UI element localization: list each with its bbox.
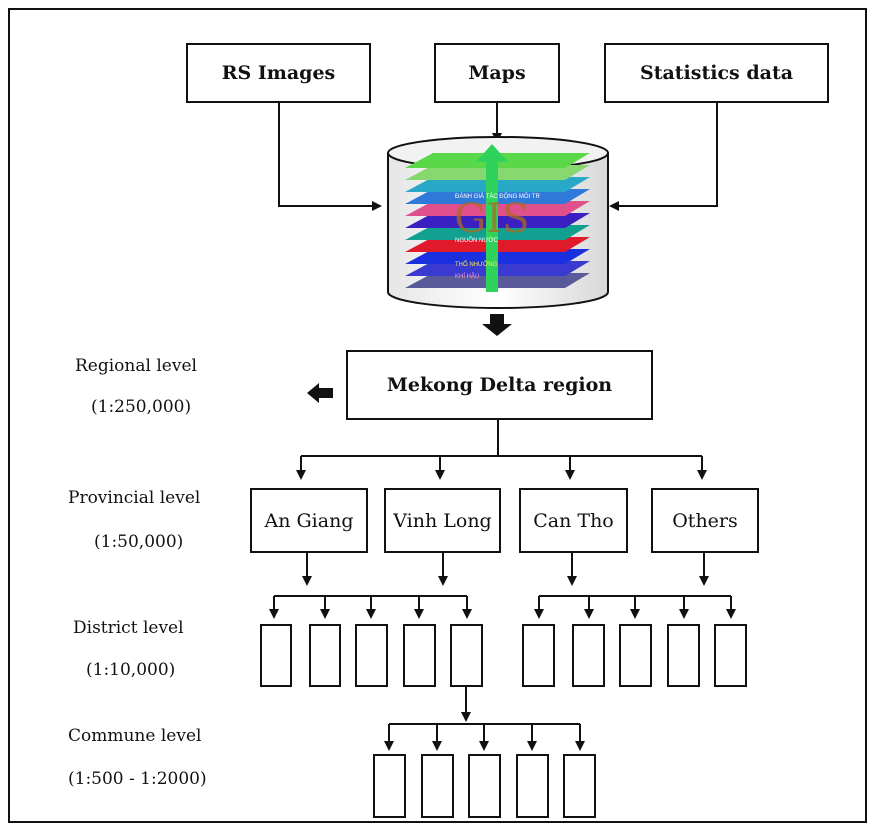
commune-level-label: Commune level — [68, 726, 202, 746]
commune-box — [373, 754, 406, 818]
district-box — [309, 624, 341, 687]
gis-layer-text: ĐÁNH GIÁ TÁC ĐỘNG MÔI TR — [455, 193, 540, 200]
district-box — [260, 624, 292, 687]
gis-label: GIS — [454, 196, 529, 242]
gis-database-cylinder: ĐÁNH GIÁ TÁC ĐỘNG MÔI TR NGUỒN NƯỚC THỔ … — [387, 136, 609, 309]
commune-box — [516, 754, 549, 818]
gis-layer-text: KHÍ HẬU — [455, 273, 479, 280]
gis-to-region-arrow — [482, 314, 512, 336]
province-box-an-giang: An Giang — [250, 488, 368, 553]
district-box — [450, 624, 483, 687]
commune-box — [563, 754, 596, 818]
source-arrows — [278, 103, 718, 211]
district-box — [403, 624, 436, 687]
region-to-province-lines — [296, 419, 707, 480]
provincial-level-scale: (1:50,000) — [94, 532, 184, 552]
district-level-label: District level — [73, 618, 184, 638]
regional-left-arrow — [307, 383, 333, 403]
district-box — [619, 624, 652, 687]
province-to-district-lines — [269, 553, 736, 619]
commune-box — [421, 754, 454, 818]
maps-box: Maps — [434, 43, 560, 103]
district-level-scale: (1:10,000) — [86, 660, 176, 680]
district-box — [522, 624, 555, 687]
regional-level-label: Regional level — [75, 356, 197, 376]
regional-level-scale: (1:250,000) — [91, 397, 192, 417]
district-box — [667, 624, 700, 687]
statistics-data-box: Statistics data — [604, 43, 829, 103]
district-box — [572, 624, 605, 687]
gis-layer-text: THỔ NHƯỠNG — [455, 261, 498, 268]
commune-box — [468, 754, 501, 818]
district-to-commune-lines — [384, 687, 585, 751]
district-box — [355, 624, 388, 687]
district-box — [714, 624, 747, 687]
commune-level-scale: (1:500 - 1:2000) — [68, 769, 207, 789]
province-box-vinh-long: Vinh Long — [384, 488, 501, 553]
provincial-level-label: Provincial level — [68, 488, 201, 508]
mekong-delta-region-box: Mekong Delta region — [346, 350, 653, 420]
rs-images-box: RS Images — [186, 43, 371, 103]
province-box-can-tho: Can Tho — [519, 488, 628, 553]
province-box-others: Others — [651, 488, 759, 553]
gis-layer-text: NGUỒN NƯỚC — [455, 237, 499, 244]
gis-layer-stack — [405, 144, 590, 292]
diagram-frame — [8, 8, 867, 823]
